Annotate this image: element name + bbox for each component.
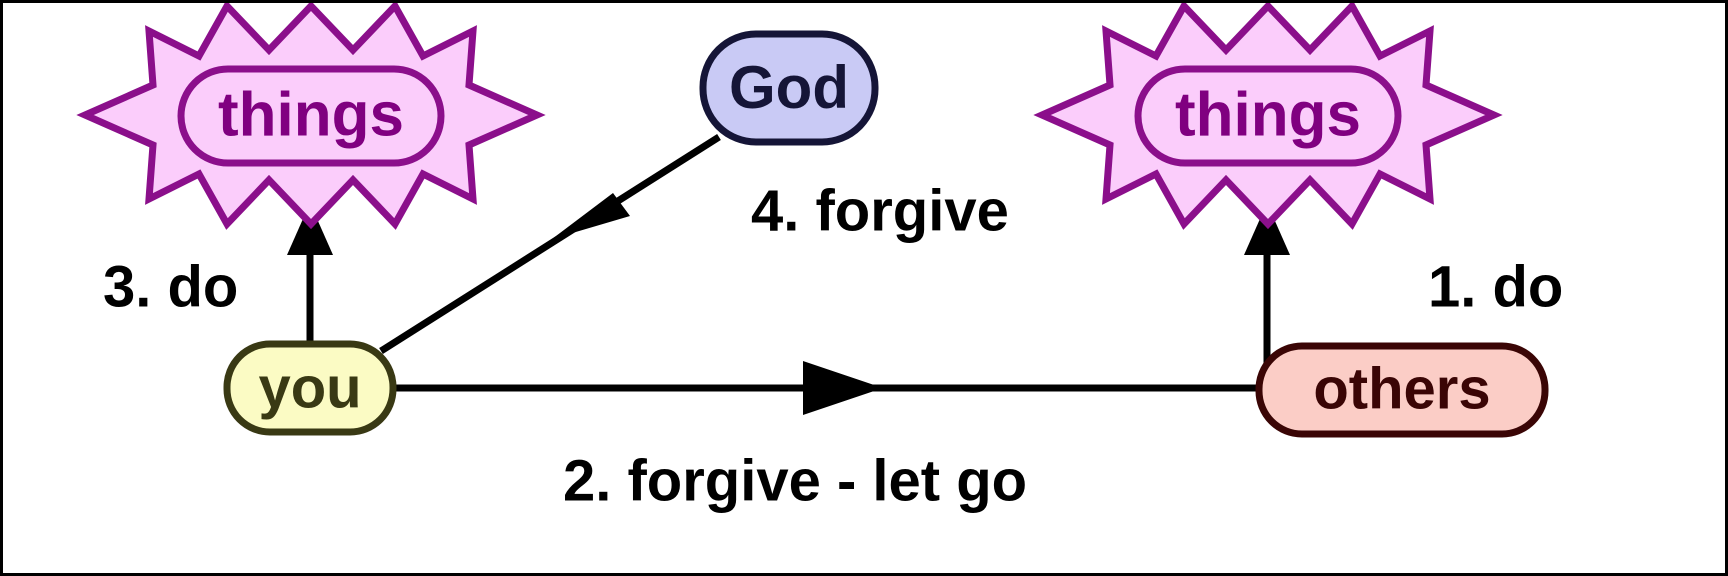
edge-god-to-you	[379, 134, 721, 354]
edge-you-to-others	[388, 361, 1261, 415]
things-right-capsule	[1134, 65, 1402, 167]
you-label: you	[258, 355, 361, 420]
god-label: God	[729, 54, 849, 121]
others-label: others	[1313, 356, 1490, 421]
you-capsule	[223, 340, 397, 436]
edge-others-things-arrowhead	[1244, 203, 1290, 255]
node-god[interactable]: God	[699, 30, 879, 146]
edge-others-to-things-right	[1244, 203, 1290, 365]
edge-you-things-arrowhead	[287, 203, 333, 255]
node-you[interactable]: you	[223, 340, 397, 436]
node-others[interactable]: others	[1255, 342, 1549, 438]
others-capsule	[1255, 342, 1549, 438]
edge-label-2-forgive-let-go: 2. forgive - let go	[563, 448, 1027, 513]
edge-god-you-line	[379, 134, 721, 354]
edge-label-1-do: 1. do	[1428, 254, 1563, 319]
things-left-capsule	[177, 65, 445, 167]
things-right-label: things	[1175, 80, 1361, 149]
things-left-label: things	[218, 80, 404, 149]
edge-label-3-do: 3. do	[103, 254, 238, 319]
forgiveness-cycle-diagram: things things God you others 3. do 1. do…	[76, 3, 1563, 513]
edge-label-4-forgive: 4. forgive	[751, 178, 1009, 243]
node-things-left[interactable]: things	[76, 3, 546, 230]
edge-you-others-arrowhead	[803, 361, 883, 415]
edge-god-you-arrowhead	[552, 193, 630, 239]
god-capsule	[699, 30, 879, 146]
node-things-right[interactable]: things	[1033, 3, 1503, 230]
